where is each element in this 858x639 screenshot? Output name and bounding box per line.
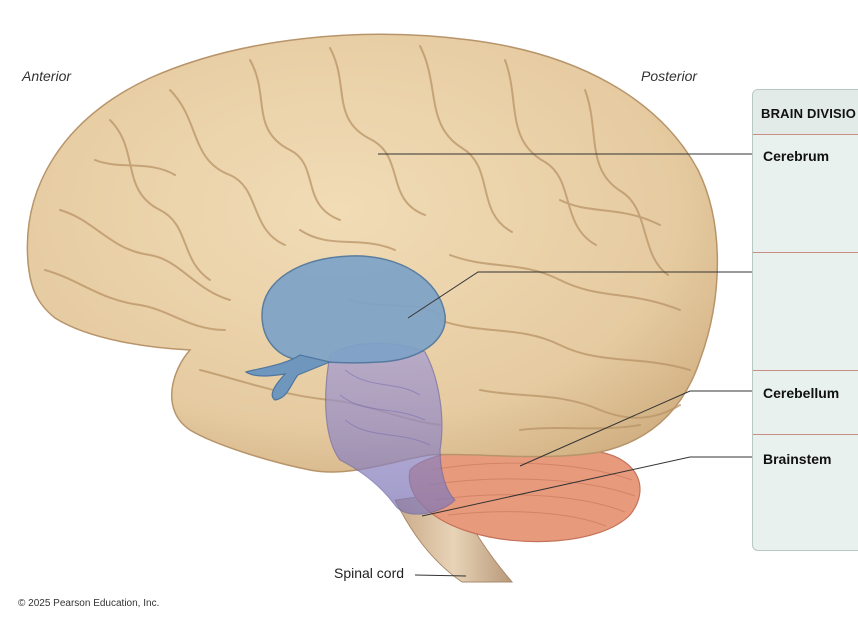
cerebrum-region [26,33,719,473]
leader-diencephalon [407,271,758,319]
panel-row-brainstem: Brainstem [753,434,858,550]
leader-spinal-cord [414,574,467,577]
panel-row-label-brainstem: Brainstem [763,451,832,467]
panel-row-cerebrum: Cerebrum [753,134,858,253]
panel-title: BRAIN DIVISIO [761,106,857,121]
brainstem-striations [339,369,431,446]
panel-row-label-cerebellum: Cerebellum [763,385,840,401]
panel-row-hidden [753,252,858,371]
panel-row-label-cerebrum: Cerebrum [763,148,830,164]
anterior-label: Anterior [22,68,72,84]
spinal-cord-label: Spinal cord [334,565,405,581]
pituitary-stalk [244,354,332,401]
copyright-notice: © 2025 Pearson Education, Inc. [18,598,160,609]
leader-cerebellum [519,390,758,467]
panel-row-cerebellum: Cerebellum [753,370,858,435]
brainstem-region [325,342,456,515]
panel-header: BRAIN DIVISIO [753,90,858,134]
leader-brainstem [421,456,758,517]
brain-divisions-panel: BRAIN DIVISIO Cerebrum Cerebellum Brains… [752,89,858,551]
posterior-label: Posterior [641,68,698,84]
leader-lines [378,153,758,577]
